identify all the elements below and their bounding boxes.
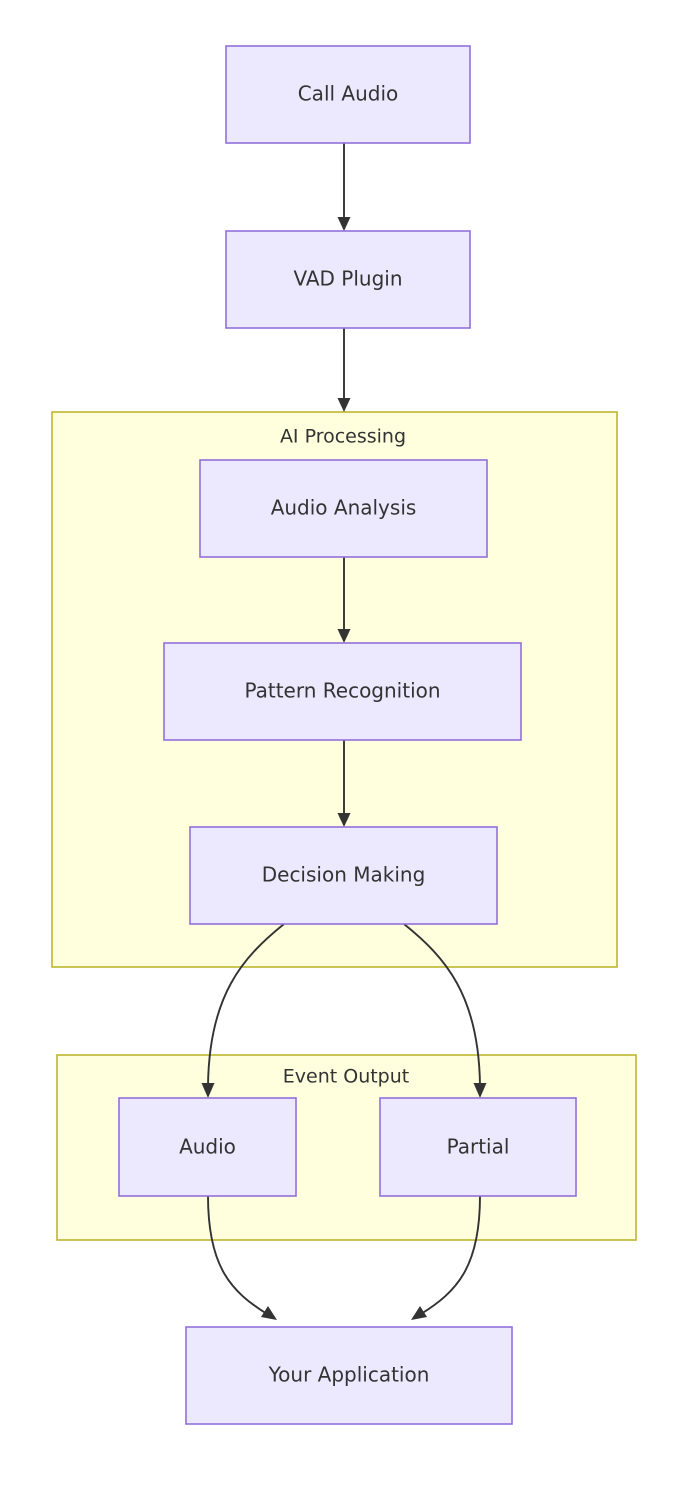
arrow-head-icon [473, 1083, 487, 1098]
arrow-head-icon [411, 1306, 427, 1320]
arrow-head-icon [337, 629, 351, 643]
node-pattern-recognition[interactable]: Pattern Recognition [163, 642, 522, 741]
edge-call-audio-to-vad-plugin [337, 143, 351, 231]
arrow-head-icon [337, 217, 351, 231]
node-audio-event-label: Audio [179, 1135, 236, 1159]
arrow-head-icon [261, 1306, 277, 1320]
edge-audio-to-your-application [207, 1195, 277, 1320]
node-decision-making-label: Decision Making [262, 863, 426, 887]
edge-decision-making-to-partial [403, 923, 487, 1098]
cluster-ai-processing-label: AI Processing [280, 426, 406, 448]
node-decision-making-box[interactable] [189, 826, 498, 925]
node-partial-event-label: Partial [447, 1135, 510, 1159]
node-pattern-recognition-label: Pattern Recognition [244, 679, 440, 703]
node-audio-analysis-box[interactable] [199, 459, 488, 558]
node-your-application-box[interactable] [185, 1326, 513, 1425]
node-partial-event[interactable]: Partial [379, 1097, 577, 1197]
arrow-head-icon [337, 813, 351, 827]
cluster-event-output-label: Event Output [283, 1066, 409, 1088]
arrow-head-icon [337, 398, 351, 412]
edge-pattern-recognition-to-decision-making [337, 740, 351, 827]
edge-decision-making-to-audio [201, 923, 285, 1098]
node-your-application-label: Your Application [268, 1363, 430, 1387]
node-audio-analysis[interactable]: Audio Analysis [199, 459, 488, 558]
arrow-head-icon [201, 1083, 215, 1098]
node-vad-plugin[interactable]: VAD Plugin [225, 230, 471, 329]
node-audio-analysis-label: Audio Analysis [271, 496, 417, 520]
node-call-audio-label: Call Audio [298, 82, 399, 106]
node-decision-making[interactable]: Decision Making [189, 826, 498, 925]
node-call-audio[interactable]: Call Audio [225, 45, 471, 144]
node-partial-event-box[interactable] [379, 1097, 577, 1197]
node-pattern-recognition-box[interactable] [163, 642, 522, 741]
edge-partial-to-your-application [411, 1195, 481, 1320]
edge-group [201, 143, 487, 1320]
edge-vad-plugin-to-ai-processing [337, 328, 351, 412]
node-your-application[interactable]: Your Application [185, 1326, 513, 1425]
node-call-audio-box[interactable] [225, 45, 471, 144]
node-vad-plugin-label: VAD Plugin [293, 267, 402, 291]
edge-audio-analysis-to-pattern-recognition [337, 557, 351, 643]
node-audio-event-box[interactable] [118, 1097, 297, 1197]
node-audio-event[interactable]: Audio [118, 1097, 297, 1197]
node-vad-plugin-box[interactable] [225, 230, 471, 329]
